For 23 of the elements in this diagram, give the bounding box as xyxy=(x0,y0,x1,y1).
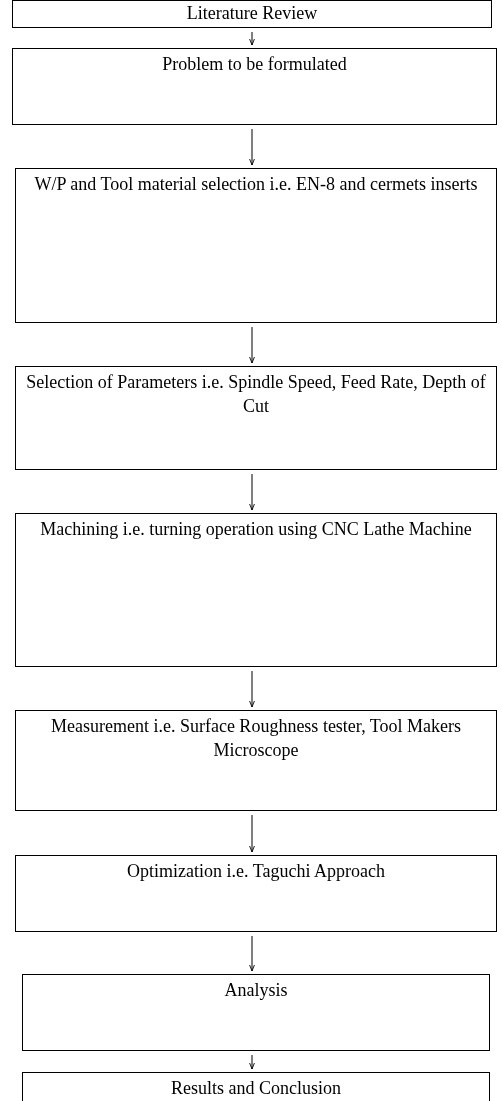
box-label: Analysis xyxy=(223,979,289,1002)
box-label: Problem to be formulated xyxy=(161,53,348,76)
arrow xyxy=(249,814,255,853)
process-box xyxy=(22,974,490,1051)
process-box xyxy=(12,0,492,28)
box-label: Optimization i.e. Taguchi Approach xyxy=(126,860,386,883)
box-label: Results and Conclusion xyxy=(170,1077,342,1100)
process-box xyxy=(15,710,497,811)
box-label: Measurement i.e. Surface Roughness tester, Tool Makers Microscope xyxy=(49,715,463,762)
box-label: W/P and Tool material selection i.e. EN-8 and cermets inserts xyxy=(33,173,479,196)
process-box xyxy=(12,48,497,125)
process-box xyxy=(15,168,497,323)
arrow xyxy=(249,670,255,708)
arrow xyxy=(249,935,255,972)
process-box xyxy=(15,513,497,667)
process-box xyxy=(15,855,497,932)
process-box xyxy=(22,1072,490,1101)
arrow xyxy=(249,1054,255,1070)
arrow xyxy=(249,128,255,166)
box-label: Selection of Parameters i.e. Spindle Speed, Feed Rate, Depth of Cut xyxy=(26,371,486,418)
box-label: Machining i.e. turning operation using CNC Lathe Machine xyxy=(39,518,473,541)
process-box xyxy=(15,366,497,470)
box-label: Literature Review xyxy=(185,2,319,25)
